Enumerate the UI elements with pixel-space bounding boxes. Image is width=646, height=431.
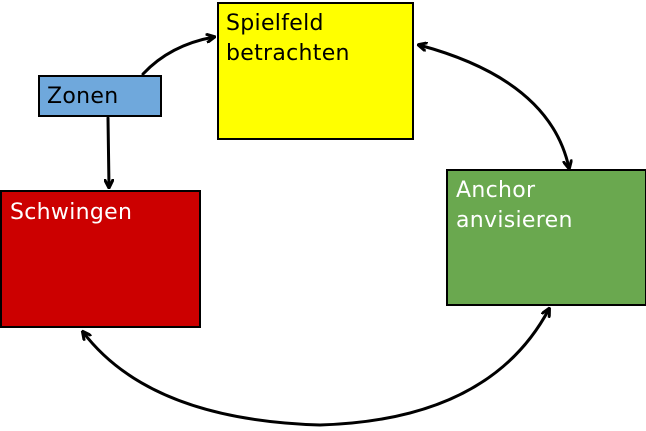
node-schwingen: Schwingen xyxy=(0,190,201,328)
edge-zonen-to-spielfeld xyxy=(141,37,214,76)
edge-spielfeld-anchor xyxy=(419,45,569,168)
node-zonen: Zonen xyxy=(38,75,162,117)
edge-zonen-to-schwingen xyxy=(108,116,109,187)
node-anchor-label-line-2: anvisieren xyxy=(456,208,573,233)
node-schwingen-label: Schwingen xyxy=(10,200,133,225)
node-spielfeld-label-line-1: Spielfeld xyxy=(226,11,324,36)
node-anchor-anvisieren: Anchor anvisieren xyxy=(446,169,646,306)
node-anchor-label-line-1: Anchor xyxy=(456,178,536,203)
node-zonen-label: Zonen xyxy=(47,84,119,109)
node-spielfeld-betrachten: Spielfeld betrachten xyxy=(217,2,414,140)
node-spielfeld-label-line-2: betrachten xyxy=(226,41,350,66)
